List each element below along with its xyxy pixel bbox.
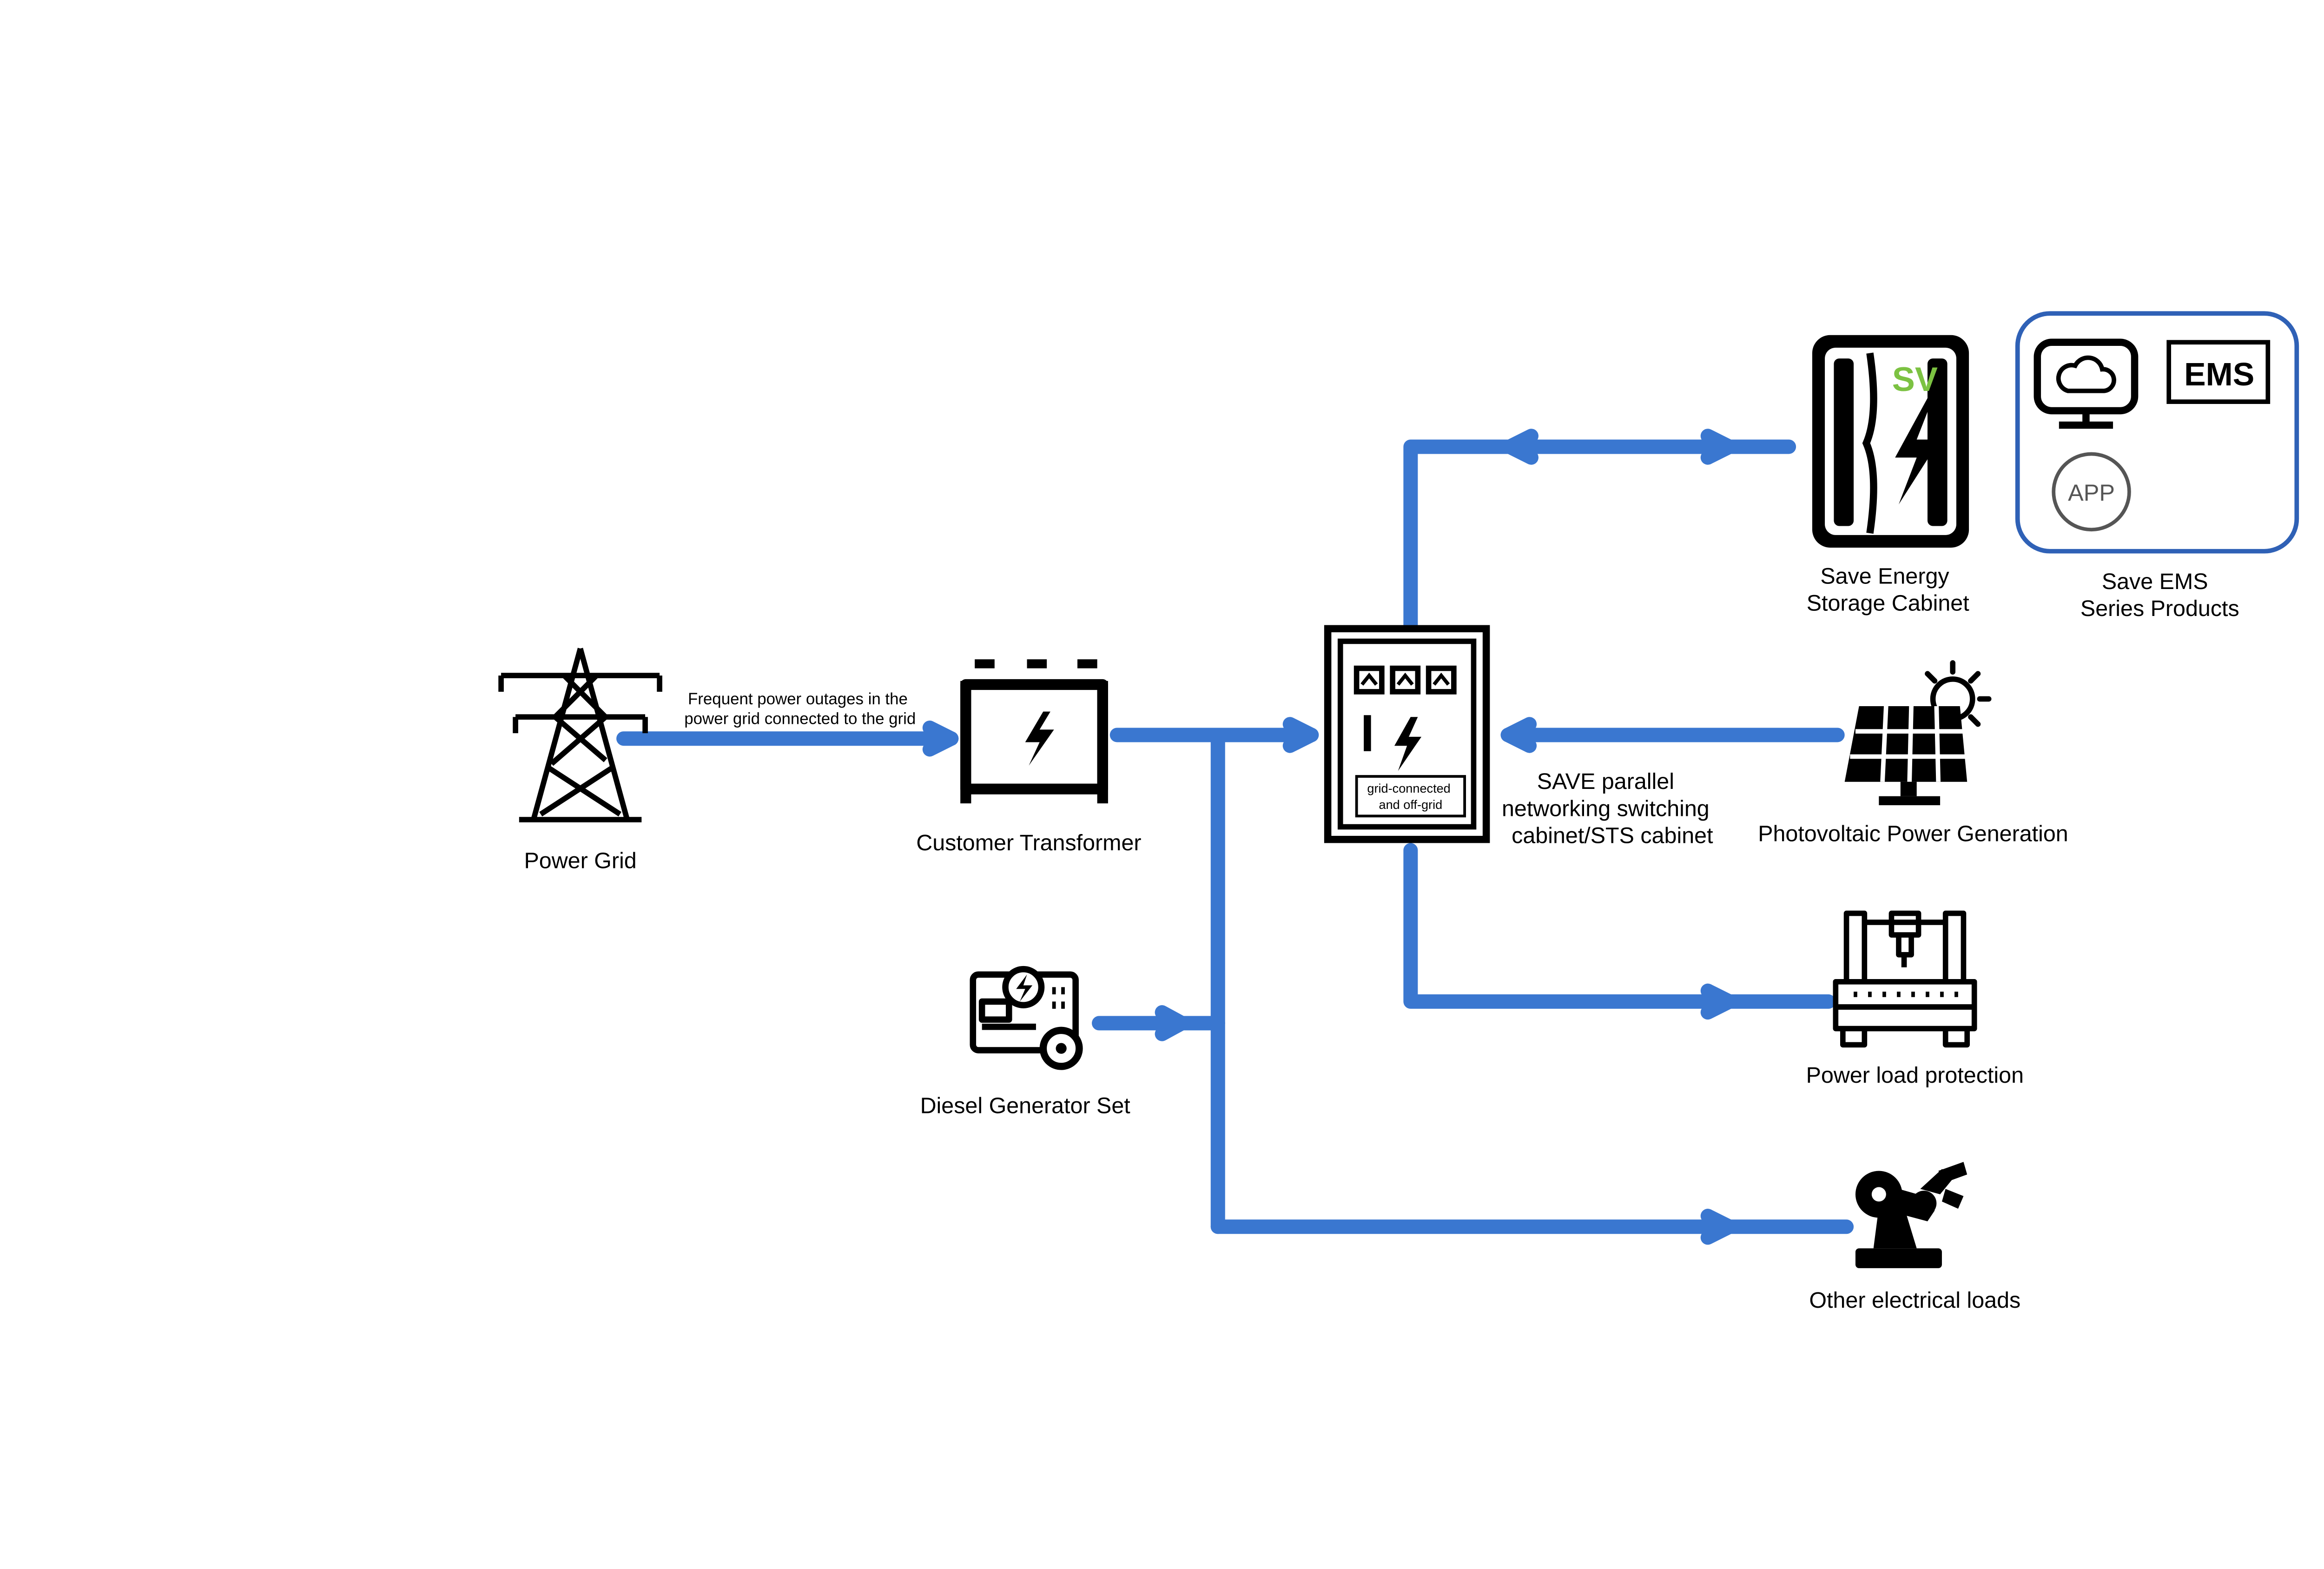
arrowhead [1700, 1209, 1737, 1245]
node-ems-products: EMS APP Save EMS Series Products [2015, 311, 2299, 621]
solar-panel-icon [1844, 660, 1992, 806]
storage-logo-text: SV [1892, 360, 1938, 398]
grid-outage-note-line-1: Frequent power outages in the [688, 690, 908, 708]
node-power-load: Power load protection [1806, 910, 2024, 1088]
grid-outage-note: Frequent power outages in the power grid… [684, 690, 916, 728]
customer-transformer-label: Customer Transformer [916, 830, 1141, 855]
node-photovoltaic: Photovoltaic Power Generation [1758, 660, 2068, 847]
ems-badge-text: EMS [2184, 356, 2254, 392]
switching-cabinet-line-2: networking switching [1502, 796, 1710, 821]
cabinet-inner-line-1: grid-connected [1367, 781, 1450, 795]
switching-cabinet-line-1: SAVE parallel [1537, 769, 1674, 794]
transformer-icon [960, 659, 1108, 804]
transmission-tower-icon [498, 648, 662, 822]
switch-cabinet-icon: grid-connected and off-grid [1324, 625, 1490, 843]
arrowhead [1502, 429, 1538, 465]
cnc-machine-icon [1833, 910, 1977, 1048]
cloud-monitor-icon [2034, 338, 2139, 429]
arrowhead [1500, 717, 1537, 753]
power-grid-label: Power Grid [524, 848, 636, 874]
grid-outage-note-line-2: power grid connected to the grid [684, 710, 916, 728]
arrowhead [1700, 983, 1737, 1020]
node-customer-transformer: Customer Transformer [916, 659, 1142, 855]
node-storage-cabinet: SV Save Energy Storage Cabinet [1807, 335, 1969, 616]
ems-products-label: Save EMS Series Products [2080, 569, 2239, 621]
storage-cabinet-line-1: Save Energy [1820, 563, 1949, 589]
photovoltaic-label: Photovoltaic Power Generation [1758, 821, 2068, 847]
storage-cabinet-line-2: Storage Cabinet [1807, 591, 1969, 616]
arrowhead [1155, 1005, 1189, 1041]
arrowhead [922, 720, 959, 757]
cabinet-inner-label: grid-connected and off-grid [1367, 781, 1454, 812]
ems-badge-icon: EMS [2166, 340, 2271, 404]
battery-cabinet-icon: SV [1812, 335, 1969, 548]
ems-products-line-1: Save EMS [2102, 569, 2208, 594]
diesel-generator-label: Diesel Generator Set [920, 1093, 1131, 1119]
node-switching-cabinet: grid-connected and off-grid SAVE paralle… [1324, 625, 1716, 848]
flow-lines [616, 429, 1854, 1245]
edge-cabinet-to-power-load [1403, 843, 1836, 1009]
generator-icon [970, 966, 1083, 1070]
node-other-loads: Other electrical loads [1809, 1162, 2020, 1313]
cabinet-inner-line-2: and off-grid [1379, 797, 1443, 812]
switching-cabinet-label: SAVE parallel networking switching cabin… [1502, 769, 1716, 848]
power-load-label: Power load protection [1806, 1063, 2024, 1088]
robot-arm-icon [1855, 1162, 1967, 1268]
ems-products-line-2: Series Products [2080, 596, 2239, 621]
other-loads-label: Other electrical loads [1809, 1288, 2020, 1313]
arrowhead [1700, 429, 1737, 465]
storage-cabinet-label: Save Energy Storage Cabinet [1807, 563, 1969, 616]
node-power-grid: Power Grid [498, 648, 662, 874]
node-diesel-generator: Diesel Generator Set [920, 966, 1131, 1119]
edge-cabinet-to-storage [1403, 439, 1796, 634]
app-circle-icon: APP [2052, 452, 2131, 532]
app-badge-text: APP [2068, 479, 2115, 506]
switching-cabinet-line-3: cabinet/STS cabinet [1512, 823, 1713, 848]
arrowhead [1282, 717, 1319, 753]
